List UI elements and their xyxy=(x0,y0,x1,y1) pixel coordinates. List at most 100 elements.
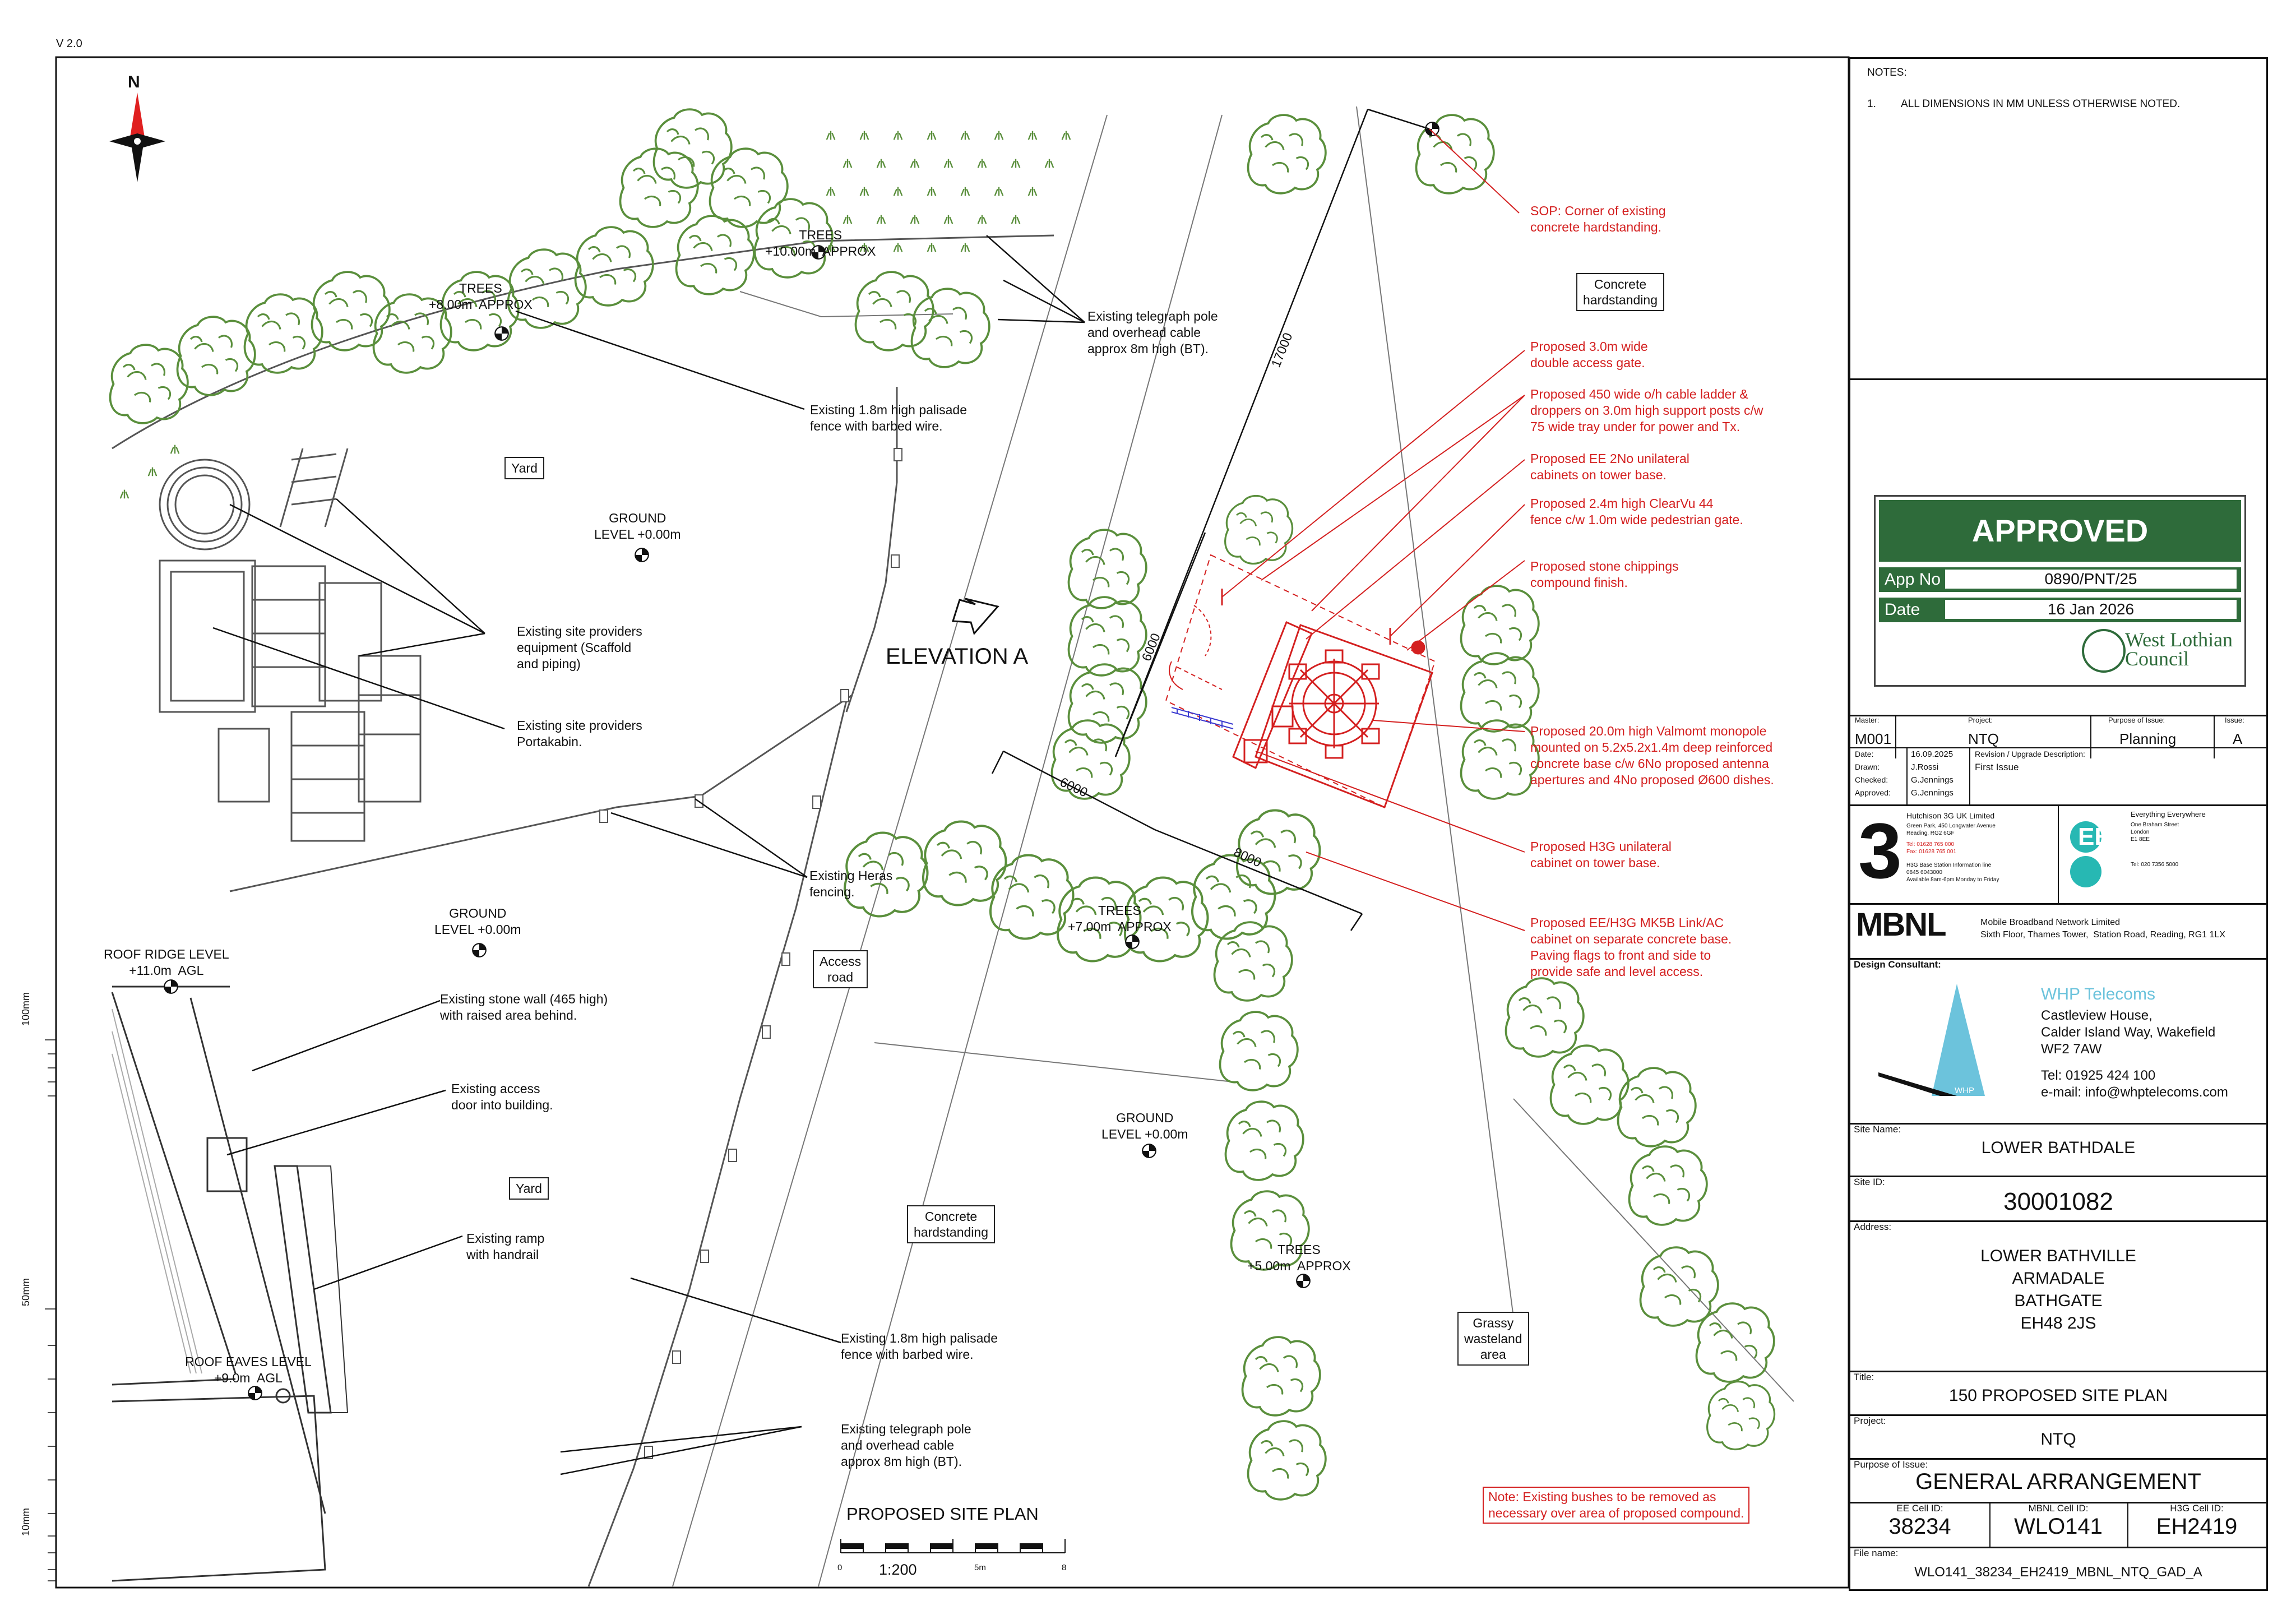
project-value: NTQ xyxy=(1968,730,1999,747)
stone-wall-annotation: Existing stone wall (465 high) with rais… xyxy=(440,992,608,1022)
issue-label: Issue: xyxy=(2225,716,2244,724)
site-id-label: Site ID: xyxy=(1854,1177,1885,1187)
h3g-cell-value: EH2419 xyxy=(2156,1514,2238,1539)
ee-cell-label: EE Cell ID: xyxy=(1896,1503,1943,1514)
level-marker-icon xyxy=(494,326,509,341)
whp-logo-icon xyxy=(1878,984,1985,1096)
whp-logo-text: WHP xyxy=(1955,1086,1974,1095)
cable-ladder-annotation: Proposed 450 wide o/h cable ladder & dro… xyxy=(1530,387,1763,434)
mbnl-cell-value: WLO141 xyxy=(2014,1514,2103,1539)
ground-level-label-mid: GROUND LEVEL +0.00m xyxy=(434,906,521,937)
elevation-arrow-icon xyxy=(951,598,999,636)
hutchison-name: Hutchison 3G UK Limited xyxy=(1906,811,1995,820)
stamp-date-label: Date xyxy=(1885,600,1920,619)
purpose-value-lower: GENERAL ARRANGEMENT xyxy=(1915,1469,2201,1494)
margin-mark-50: 50mm xyxy=(20,1278,31,1306)
roof-eaves-label: ROOF EAVES LEVEL +9.0m AGL xyxy=(185,1354,312,1385)
gate-annotation: Proposed 3.0m wide double access gate. xyxy=(1530,339,1648,370)
hutchison-info: H3G Base Station Information line 0845 6… xyxy=(1906,862,1999,883)
level-markers xyxy=(164,122,1439,1400)
chippings-annotation: Proposed stone chippings compound finish… xyxy=(1530,559,1679,590)
hutchison-address: Green Park, 450 Longwater Avenue Reading… xyxy=(1906,823,1996,836)
council-name: West Lothian Council xyxy=(2125,628,2233,670)
margin-ruler xyxy=(45,1026,57,1588)
pole-annotation-bottom: Existing telegraph pole and overhead cab… xyxy=(841,1422,971,1469)
ee-phone: Tel: 020 7356 5000 xyxy=(2131,862,2179,868)
plan-title: PROPOSED SITE PLAN xyxy=(846,1504,1039,1524)
app-no-label: App No xyxy=(1885,570,1941,589)
notes-heading: NOTES: xyxy=(1867,67,1907,78)
ee-logo-text: EE xyxy=(2078,823,2111,850)
approved-stamp: APPROVED App No 0890/PNT/25 Date 16 Jan … xyxy=(1874,495,2246,687)
concrete-label-lower: Concrete hardstanding xyxy=(907,1205,995,1243)
fence-annotation-top: Existing 1.8m high palisade fence with b… xyxy=(810,402,967,433)
mbnl-name: Mobile Broadband Network Limited xyxy=(1980,918,2121,927)
sop-annotation: SOP: Corner of existing concrete hardsta… xyxy=(1530,203,1666,234)
scale-tick-0: 0 xyxy=(837,1563,843,1572)
building-outline xyxy=(111,985,349,1582)
drawn-value: J.Rossi xyxy=(1911,762,1939,772)
purpose-value: Planning xyxy=(2119,730,2177,747)
existing-equipment xyxy=(159,448,422,842)
mbnl-cell-label: MBNL Cell ID: xyxy=(2028,1503,2089,1514)
site-name-value: LOWER BATHDALE xyxy=(1981,1139,2136,1157)
trees-label-5m: TREES +5.00m APPROX xyxy=(1247,1242,1351,1273)
title-block: NOTES: 1. ALL DIMENSIONS IN MM UNLESS OT… xyxy=(1849,57,2268,1591)
red-leader-lines xyxy=(1221,128,1525,931)
grassy-label: Grassy wasteland area xyxy=(1457,1312,1529,1366)
pole-annotation-top: Existing telegraph pole and overhead cab… xyxy=(1087,309,1218,356)
ee-address: One Braham Street London E1 8EE xyxy=(2131,822,2179,843)
approved-value: G.Jennings xyxy=(1911,788,1954,798)
roof-ridge-label: ROOF RIDGE LEVEL +11.0m AGL xyxy=(104,947,229,978)
scale-bar xyxy=(840,1539,1066,1553)
trees-label-10m: TREES +10.00m APPROX xyxy=(765,228,876,258)
ee-cell-value: 38234 xyxy=(1888,1514,1951,1539)
proposed-compound xyxy=(1165,554,1436,808)
whp-phone: Tel: 01925 424 100 xyxy=(2041,1068,2156,1083)
date-value: 16.09.2025 xyxy=(1911,749,1954,759)
master-value: M001 xyxy=(1855,730,1892,747)
master-label: Master: xyxy=(1855,716,1880,724)
portakabin-annotation: Existing site providers Portakabin. xyxy=(517,718,642,749)
scale-ratio: 1:200 xyxy=(879,1561,917,1578)
version-label: V 2.0 xyxy=(56,38,82,50)
dimension-lines xyxy=(991,108,1430,931)
elevation-label: ELEVATION A xyxy=(886,644,1029,669)
design-consultant-label: Design Consultant: xyxy=(1854,959,1941,970)
approved-label: Approved: xyxy=(1855,788,1891,797)
address-value: LOWER BATHVILLE ARMADALE BATHGATE EH48 2… xyxy=(1980,1247,2136,1332)
project-label: Project: xyxy=(1968,716,1993,724)
project-label-lower: Project: xyxy=(1854,1415,1886,1426)
mbnl-address: Sixth Floor, Thames Tower, Station Road,… xyxy=(1980,930,2225,940)
purpose-label-lower: Purpose of Issue: xyxy=(1854,1459,1928,1470)
purpose-label: Purpose of Issue: xyxy=(2108,716,2165,724)
yard-label-lower: Yard xyxy=(509,1177,549,1200)
title-label: Title: xyxy=(1854,1372,1874,1382)
tree-belt xyxy=(109,108,1776,1501)
ee-name: Everything Everywhere xyxy=(2131,810,2206,818)
trees-label-7m: TREES +7.00m APPROX xyxy=(1068,903,1172,934)
revision-label: Revision / Upgrade Description: xyxy=(1975,749,2085,758)
stamp-date-value: 16 Jan 2026 xyxy=(1945,600,2237,619)
three-logo-icon: 3 xyxy=(1858,807,1902,895)
concrete-label: Concrete hardstanding xyxy=(1576,273,1664,311)
monopole-annotation: Proposed 20.0m high Valmomt monopole mou… xyxy=(1530,724,1774,787)
council-crest-icon xyxy=(2082,629,2126,673)
title-value: 150 PROPOSED SITE PLAN xyxy=(1948,1386,2168,1405)
h3g-cell-label: H3G Cell ID: xyxy=(2170,1503,2224,1514)
revision-value: First Issue xyxy=(1975,762,2019,772)
ee-logo-icon: EE xyxy=(2070,821,2132,889)
issue-value: A xyxy=(2233,730,2243,747)
cable-ladder xyxy=(1171,707,1234,729)
mbnl-logo-icon: MBNL xyxy=(1856,906,1947,943)
road-lines xyxy=(672,106,1794,1587)
mk5b-cabinet-annotation: Proposed EE/H3G MK5B Link/AC cabinet on … xyxy=(1530,915,1732,979)
whp-address: Castleview House, Calder Island Way, Wak… xyxy=(2041,1008,2216,1057)
checked-label: Checked: xyxy=(1855,775,1888,784)
yard-label: Yard xyxy=(504,457,544,479)
monopole-icon xyxy=(1243,649,1380,764)
drawn-label: Drawn: xyxy=(1855,762,1880,771)
site-name-label: Site Name: xyxy=(1854,1124,1901,1135)
margin-mark-100: 100mm xyxy=(20,992,31,1026)
whp-name: WHP Telecoms xyxy=(2041,985,2155,1003)
